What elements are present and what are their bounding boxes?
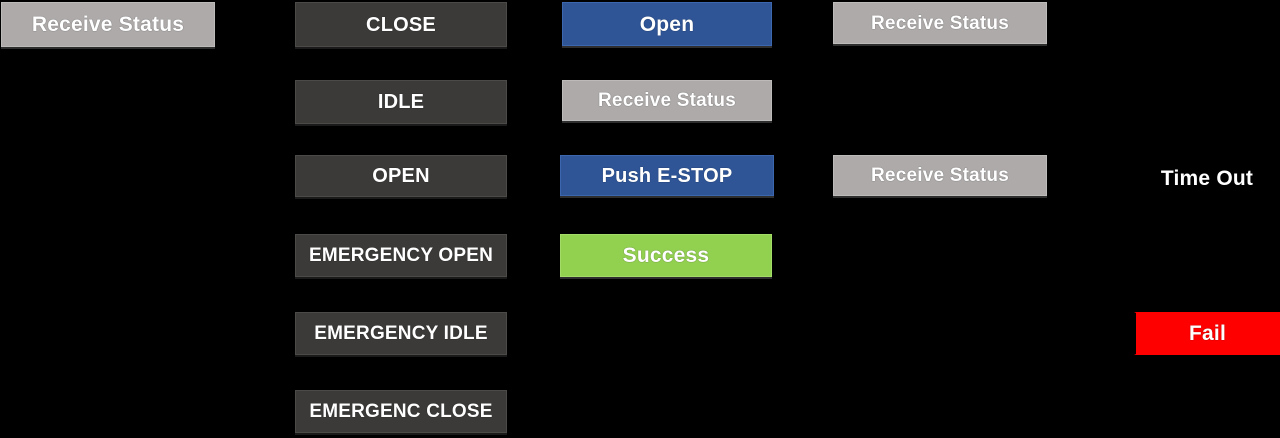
block-state-emergency-open[interactable]: EMERGENCY OPEN xyxy=(295,234,507,277)
block-state-emergenc-close[interactable]: EMERGENC CLOSE xyxy=(295,390,507,433)
block-command-push-estop[interactable]: Push E-STOP xyxy=(560,155,774,196)
block-state-idle[interactable]: IDLE xyxy=(295,80,507,124)
block-result-time-out: Time Out xyxy=(1160,166,1254,190)
block-command-open[interactable]: Open xyxy=(562,2,772,46)
block-result-success[interactable]: Success xyxy=(560,234,772,277)
block-state-close[interactable]: CLOSE xyxy=(295,2,507,47)
block-result-fail[interactable]: Fail xyxy=(1134,312,1280,355)
block-receive-status-top-left[interactable]: Receive Status xyxy=(1,2,215,47)
block-receive-status-row3-right[interactable]: Receive Status xyxy=(833,155,1047,196)
block-state-emergency-idle[interactable]: EMERGENCY IDLE xyxy=(295,312,507,355)
block-receive-status-row1-right[interactable]: Receive Status xyxy=(833,2,1047,44)
block-state-open[interactable]: OPEN xyxy=(295,155,507,197)
block-receive-status-row2[interactable]: Receive Status xyxy=(562,80,772,121)
